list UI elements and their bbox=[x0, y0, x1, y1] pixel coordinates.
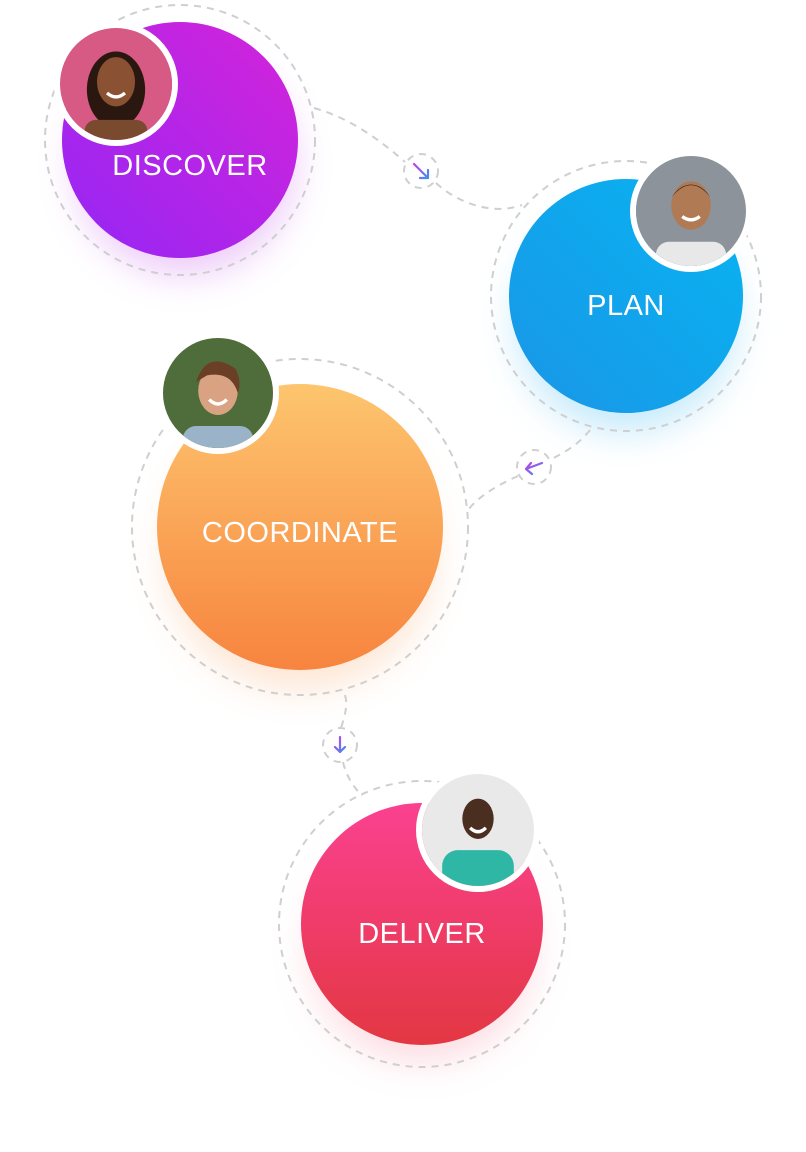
woman-avatar bbox=[157, 332, 279, 454]
connector-line bbox=[467, 475, 519, 511]
plan-dashed-ring bbox=[490, 160, 762, 432]
discover-dashed-ring bbox=[44, 4, 316, 276]
connector-node bbox=[322, 727, 358, 763]
woman-avatar bbox=[54, 22, 178, 146]
stage-label: PLAN bbox=[587, 289, 665, 322]
connector-node bbox=[403, 153, 439, 189]
man-avatar bbox=[630, 150, 752, 272]
connector-line bbox=[435, 182, 523, 210]
arrow-down-icon bbox=[333, 735, 347, 754]
arrow-left-icon bbox=[524, 461, 544, 476]
man-avatar bbox=[416, 768, 540, 892]
connector-line bbox=[342, 761, 363, 797]
stage-label: DISCOVER bbox=[112, 149, 268, 182]
stage-label: COORDINATE bbox=[201, 516, 399, 549]
coordinate-dashed-ring bbox=[131, 358, 469, 696]
connector-line bbox=[549, 429, 591, 461]
deliver-dashed-ring bbox=[278, 780, 566, 1068]
stage-label: DELIVER bbox=[358, 917, 486, 950]
connector-line bbox=[340, 694, 348, 729]
connector-line bbox=[313, 107, 406, 163]
connector-node bbox=[516, 449, 552, 485]
arrow-down-right-icon bbox=[412, 162, 430, 180]
